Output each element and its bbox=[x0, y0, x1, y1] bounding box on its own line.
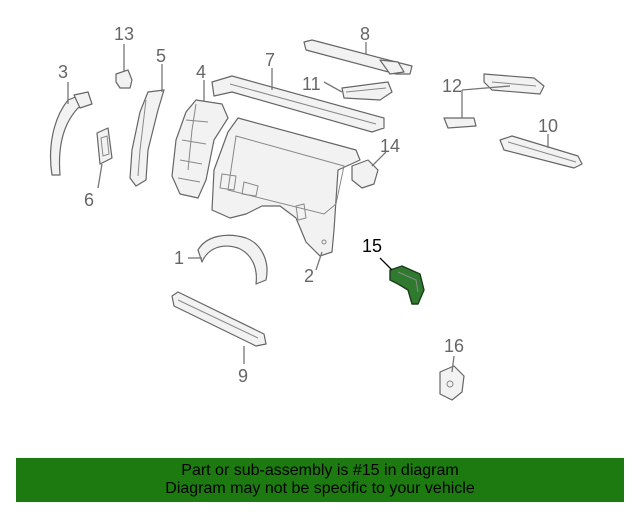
part-10 bbox=[499, 135, 583, 169]
callout-13: 13 bbox=[114, 24, 134, 44]
leader-lines bbox=[67, 42, 549, 373]
callout-9: 9 bbox=[238, 366, 248, 386]
part-12 bbox=[443, 73, 545, 129]
callout-8: 8 bbox=[360, 24, 370, 44]
part-4 bbox=[171, 99, 229, 199]
callout-6: 6 bbox=[84, 190, 94, 210]
callout-labels: 1 2 3 4 5 6 7 8 9 10 11 12 13 14 15 16 bbox=[58, 24, 558, 386]
callout-1: 1 bbox=[174, 248, 184, 268]
part-info-banner: Part or sub-assembly is #15 in diagram D… bbox=[16, 458, 624, 502]
part-6 bbox=[96, 127, 113, 165]
callout-15: 15 bbox=[362, 236, 382, 256]
callout-10: 10 bbox=[538, 116, 558, 136]
part-11 bbox=[341, 81, 393, 101]
callout-12: 12 bbox=[442, 76, 462, 96]
callout-16: 16 bbox=[444, 336, 464, 356]
banner-line-2: Diagram may not be specific to your vehi… bbox=[165, 480, 475, 497]
callout-11: 11 bbox=[302, 74, 321, 94]
part-13 bbox=[115, 69, 133, 89]
banner-line-1: Part or sub-assembly is #15 in diagram bbox=[181, 462, 459, 479]
part-15-highlighted bbox=[389, 265, 425, 305]
part-14 bbox=[351, 159, 379, 189]
callout-3: 3 bbox=[58, 62, 68, 82]
part-2 bbox=[211, 117, 361, 257]
part-5 bbox=[129, 89, 165, 187]
part-1 bbox=[197, 234, 268, 285]
parts-diagram: 1 2 3 4 5 6 7 8 9 10 11 12 13 14 15 16 bbox=[49, 24, 583, 401]
part-16 bbox=[439, 365, 465, 401]
callout-4: 4 bbox=[196, 62, 206, 82]
part-7 bbox=[211, 75, 385, 133]
part-8 bbox=[303, 39, 413, 75]
callout-2: 2 bbox=[304, 266, 314, 286]
callout-5: 5 bbox=[156, 46, 166, 66]
callout-7: 7 bbox=[265, 50, 275, 70]
part-3 bbox=[49, 91, 93, 176]
part-9 bbox=[171, 291, 267, 347]
callout-14: 14 bbox=[380, 136, 400, 156]
